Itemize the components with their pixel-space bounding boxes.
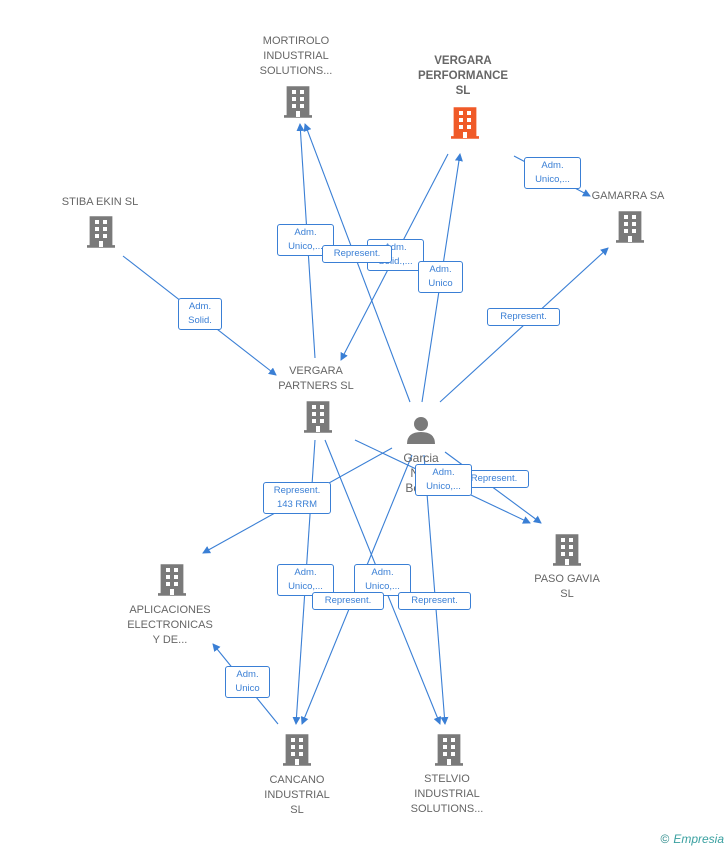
edge-label-represent: Represent. <box>487 308 560 326</box>
vergara-performance-label[interactable]: VERGARA PERFORMANCE SL <box>417 55 509 97</box>
brand-logo[interactable]: ©Empresia <box>660 832 724 846</box>
aplicaciones-label[interactable]: APLICACIONES ELECTRONICAS Y DE... <box>127 604 213 646</box>
edge-label-represent: Represent. <box>312 592 384 610</box>
building-windows <box>95 90 636 765</box>
mortirolo-label[interactable]: MORTIROLO INDUSTRIAL SOLUTIONS... <box>259 35 333 77</box>
edge-label-adm-unico: Adm. Unico,... <box>415 464 472 496</box>
gamarra-label[interactable]: GAMARRA SA <box>591 190 665 202</box>
edge-label-adm-unico: Adm. Unico,... <box>354 564 411 596</box>
paso-gavia-label[interactable]: PASO GAVIA SL <box>534 573 600 600</box>
edge-label-adm-solid: Adm. Solid. <box>178 298 222 330</box>
edge-label-adm-unico: Adm. Unico <box>418 261 463 293</box>
person-icon[interactable] <box>407 417 435 444</box>
edge-label-represent: Represent. <box>322 245 392 263</box>
copyright-icon: © <box>660 832 670 846</box>
edge-label-adm-unico: Adm. Unico <box>225 666 270 698</box>
brand-name: Empresia <box>673 832 724 846</box>
edge-label-adm-solid: Adm. Solid.,... <box>367 239 424 271</box>
edge-label-represent-143-rrm: Represent. 143 RRM <box>263 482 331 514</box>
edge-label-adm-unico: Adm. Unico,... <box>277 564 334 596</box>
cancano-label[interactable]: CANCANO INDUSTRIAL SL <box>264 774 330 816</box>
edge-label-represent: Represent. <box>398 592 471 610</box>
stiba-label[interactable]: STIBA EKIN SL <box>61 196 139 208</box>
stelvio-label[interactable]: STELVIO INDUSTRIAL SOLUTIONS... <box>410 773 484 815</box>
edge-label-adm-unico: Adm. Unico,... <box>524 157 581 189</box>
edge-garcia-mortirolo <box>303 123 411 403</box>
vergara-partners-label[interactable]: VERGARA PARTNERS SL <box>278 365 354 392</box>
edge-garcia-stelvio <box>423 454 449 725</box>
